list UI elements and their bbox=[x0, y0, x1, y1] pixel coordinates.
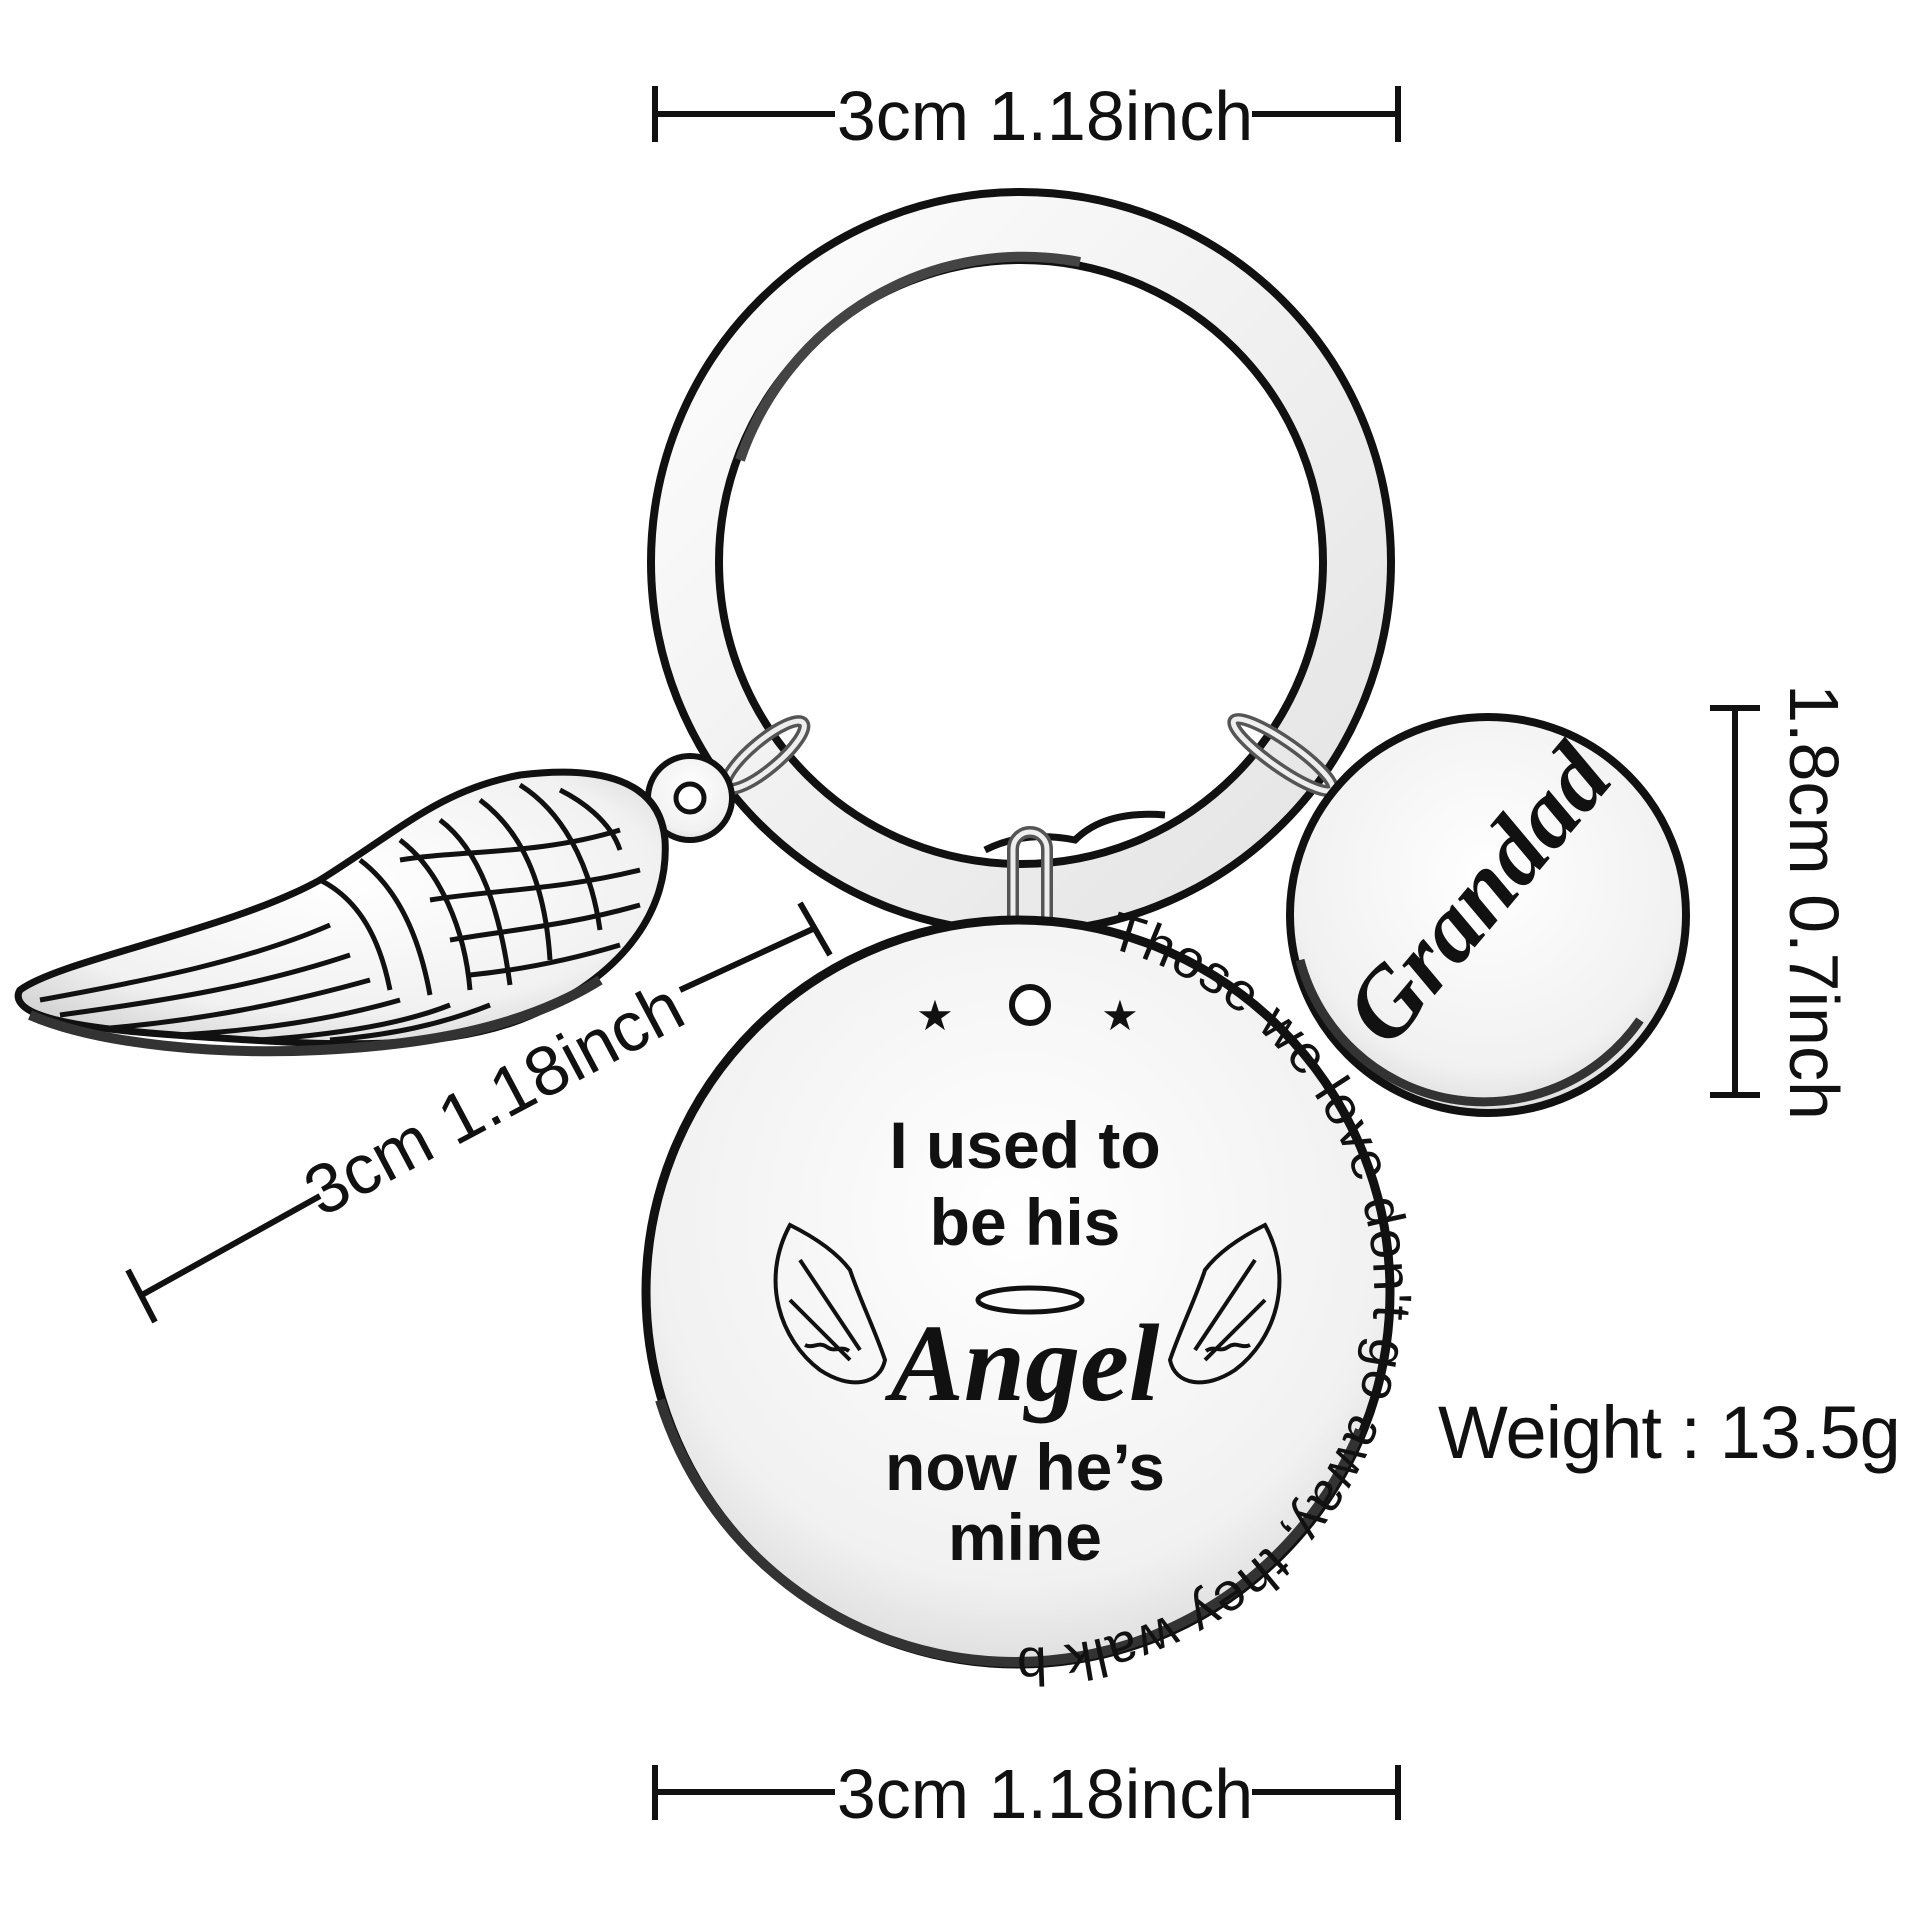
disc-star-right: ★ bbox=[1101, 992, 1139, 1039]
disc-line-4: now he’s bbox=[885, 1430, 1165, 1504]
halo-icon bbox=[975, 1285, 1085, 1315]
disc-star-left: ★ bbox=[916, 992, 954, 1039]
disc-line-2: be his bbox=[930, 1185, 1121, 1259]
tag-height-dimension: 1.8cm 0.7inch bbox=[1710, 684, 1853, 1120]
bottom-dimension: 3cm 1.18inch bbox=[652, 1755, 1401, 1833]
right-wing-icon bbox=[1167, 1222, 1282, 1385]
left-wing-icon bbox=[773, 1222, 888, 1385]
top-dimension-label: 3cm 1.18inch bbox=[837, 77, 1253, 155]
angel-wing-charm bbox=[14, 753, 735, 1057]
tag-height-label: 1.8cm 0.7inch bbox=[1775, 684, 1853, 1120]
disc-line-3: Angel bbox=[885, 1302, 1160, 1424]
grandad-tag: Grandad bbox=[1286, 713, 1690, 1117]
bottom-dimension-label: 3cm 1.18inch bbox=[837, 1755, 1253, 1833]
weight-label: Weight : 13.5g bbox=[1438, 1391, 1901, 1474]
disc-line-5: mine bbox=[948, 1500, 1102, 1574]
top-dimension: 3cm 1.18inch bbox=[652, 77, 1401, 155]
disc-line-1: I used to bbox=[889, 1108, 1160, 1182]
key-ring bbox=[647, 188, 1395, 936]
